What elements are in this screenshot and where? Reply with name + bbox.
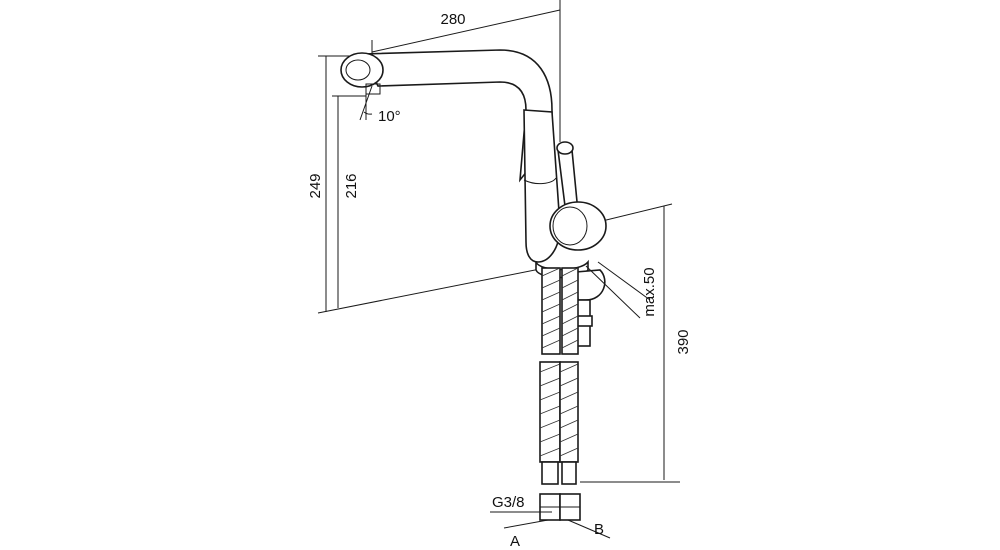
reach-label: 280 <box>440 11 465 28</box>
inlet-a-label: A <box>510 533 520 550</box>
spout-head <box>340 52 384 88</box>
hose-b-ferrule <box>561 461 577 485</box>
angle-arc <box>363 111 373 115</box>
clamp-bracket <box>575 269 606 301</box>
hose-a <box>539 267 561 521</box>
deck-line-right <box>597 203 673 223</box>
lever-tip[interactable] <box>556 141 574 155</box>
connection-labels: G3/8 A B <box>490 494 611 550</box>
mounting-clamp: max.50 <box>573 261 658 347</box>
reach-dimension-line <box>371 9 561 53</box>
hose-b-upper <box>561 267 579 355</box>
hose-b <box>559 267 581 521</box>
max-leader-top <box>585 265 641 319</box>
hose-a-upper <box>541 267 561 355</box>
hose-a-braid <box>539 267 561 457</box>
hose-b-lower <box>559 361 579 463</box>
hose-a-lower <box>539 361 561 463</box>
max-thickness-label: max.50 <box>641 267 658 316</box>
dimension-total-height: 249 <box>307 55 360 312</box>
aerator-outlet <box>365 83 381 95</box>
inlet-b-label: B <box>594 521 604 538</box>
spout-height-label: 216 <box>343 173 360 198</box>
cartridge-ring <box>552 206 588 246</box>
max-leader-bottom <box>597 261 651 301</box>
inlet-b-leader <box>567 519 611 539</box>
cartridge-housing <box>549 201 607 251</box>
column-joint <box>523 177 557 185</box>
dimension-hose-length: 390 <box>580 206 692 483</box>
hose-a-ferrule <box>541 461 559 485</box>
deck-line-left <box>317 267 546 314</box>
angle-label: 10° <box>378 108 401 125</box>
spout-head-inner <box>345 59 371 81</box>
dimension-reach: 280 <box>371 0 561 142</box>
inlet-a-leader <box>503 519 549 529</box>
dimension-spout-height: 216 <box>332 95 366 308</box>
angle-line-tilted <box>359 85 373 121</box>
thread-label: G3/8 <box>492 494 525 511</box>
faucet-body <box>340 49 607 279</box>
total-height-label: 249 <box>307 173 324 198</box>
hose-b-braid <box>559 267 579 457</box>
angle-indicator: 10° <box>359 85 401 125</box>
hose-length-label: 390 <box>675 329 692 354</box>
